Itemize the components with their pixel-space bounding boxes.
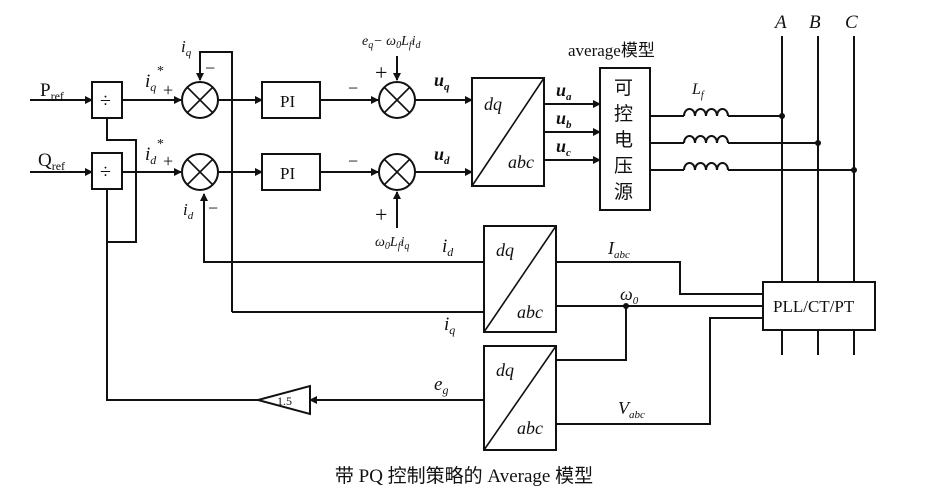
svg-text:abc: abc [517,302,543,322]
vabc-label: Vabc [618,398,645,421]
iq-summer-plus: + [163,80,173,100]
source-char-5: 源 [614,181,633,203]
q-ref-label: Qref [38,150,65,173]
iq-feedback-label: iq [181,37,192,59]
svg-text:abc: abc [508,152,534,172]
phase-b-label: B [809,12,821,33]
inductor-a [650,108,785,119]
ff-top-plus: + [375,60,387,85]
average-model-label: average模型 [568,41,655,60]
pi-d-block [261,153,321,191]
pll-ct-pt-label: PLL/CT/PT [773,297,855,316]
p-divider-symbol: ÷ [100,90,111,112]
inductor-b [650,135,821,146]
abc-to-dq-transform-voltage: dq abc [483,345,557,451]
id-feedback-label: id [183,200,194,222]
id-mid-label: id [442,236,454,259]
omega0-label: ω0 [620,284,639,307]
phase-a-label: A [773,12,787,33]
id-summer-minus: − [208,198,218,218]
ud-label: ud [434,144,450,167]
iabc-label: Iabc [607,238,630,261]
inductor-c [650,162,857,173]
vabc-line [556,317,763,425]
id-error-summer [181,153,219,191]
source-char-3: 电 [614,129,633,151]
source-char-2: 控 [614,103,633,125]
d-decouple-summer [378,153,416,191]
pi-q-label: PI [280,92,295,111]
ua-label: ua [556,80,572,103]
id-summer-plus: + [163,151,173,171]
omega0-branch-line [556,306,627,361]
ff-bottom-plus: + [375,202,387,227]
iq-star-label: iq* [145,64,163,94]
iq-feedback-line [196,51,233,312]
dq-to-abc-transform: dq abc [471,77,545,187]
iq-summer-minus: − [205,58,215,78]
uc-label: uc [556,136,571,159]
id-feedback-line [200,193,484,263]
source-char-4: 压 [614,156,633,177]
svg-text:dq: dq [496,360,514,380]
p-ref-input: Pref [30,80,93,104]
ff-top-expression: eq− ω0Lfid [362,34,422,51]
eg-label: eg [434,374,448,397]
iabc-line [556,261,763,295]
pi-d-label: PI [280,164,295,183]
ff-bottom-expression: ω0Lfiq [375,235,409,252]
controlled-voltage-source-block [599,67,651,211]
eg-feedback-line [106,189,258,401]
svg-text:dq: dq [484,94,502,114]
ub-label: ub [556,108,572,131]
uq-label: uq [434,70,450,93]
q-divider-symbol: ÷ [100,161,111,183]
q-ref-input: Qref [30,150,93,176]
gain-label: 1.5 [277,394,292,408]
inductor-label: Lf [691,81,705,101]
figure-caption: 带 PQ 控制策略的 Average 模型 [335,465,593,487]
source-char-1: 可 [614,78,633,99]
abc-to-dq-transform-current: dq abc [483,225,557,333]
iq-mid-label: iq [444,314,455,337]
d-decouple-minus: − [348,151,358,171]
q-decouple-summer [378,81,416,119]
q-decouple-minus: − [348,78,358,98]
gain-block [254,384,311,416]
id-star-label: id* [145,137,163,167]
phase-c-label: C [845,12,858,33]
pll-ct-pt-block [762,281,876,331]
svg-text:dq: dq [496,240,514,260]
iq-error-summer [181,81,219,119]
svg-text:abc: abc [517,418,543,438]
